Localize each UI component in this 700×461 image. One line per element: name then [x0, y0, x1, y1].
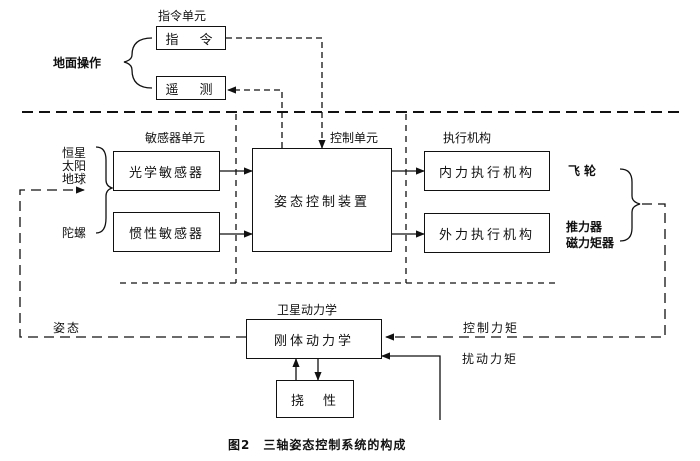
- flexibility-box: 挠 性: [276, 380, 354, 418]
- attitude-feedback-line: [19, 186, 246, 338]
- inertial-sensor-box: 惯性敏感器: [113, 212, 220, 252]
- optical-sensor-box: 光学敏感器: [113, 151, 220, 191]
- internal-actuator-box: 内力执行机构: [424, 151, 550, 191]
- control-torque-label: 控制力矩: [463, 321, 520, 335]
- ground-operation-label: 地面操作: [53, 56, 102, 70]
- attitude-control-device-box: 姿态控制装置: [252, 148, 392, 252]
- rigid-body-dynamics-box: 刚体动力学: [246, 319, 382, 359]
- sensor-reference-list: 恒星 太阳 地球: [62, 147, 86, 186]
- sensor-brace: [95, 146, 115, 234]
- actuator-brace: [619, 168, 641, 242]
- telemetry-box: 遥 测: [156, 76, 226, 100]
- reference-sun: 太阳: [62, 159, 87, 173]
- figure-caption: 图2 三轴姿态控制系统的构成: [228, 438, 407, 452]
- ground-brace: [123, 37, 153, 89]
- control-torque-line: [385, 203, 666, 341]
- sensor-unit-title: 敏感器单元: [145, 131, 206, 145]
- reference-star: 恒星: [62, 146, 87, 160]
- satellite-dynamics-title: 卫星动力学: [277, 303, 338, 317]
- control-to-telemetry-arrow: [227, 86, 283, 148]
- control-unit-title: 控制单元: [330, 131, 379, 145]
- external-actuator-box: 外力执行机构: [424, 213, 550, 253]
- disturbance-torque-line: [381, 352, 441, 420]
- magnetic-torquer-label: 磁力矩器: [566, 236, 615, 250]
- thruster-label: 推力器: [566, 220, 603, 234]
- reference-earth: 地球: [62, 172, 87, 186]
- command-unit-title: 指令单元: [158, 9, 207, 23]
- gyro-label: 陀螺: [62, 226, 87, 240]
- command-to-control-arrow: [226, 37, 326, 149]
- attitude-label: 姿态: [53, 321, 82, 335]
- command-box: 指 令: [156, 26, 226, 50]
- disturbance-torque-label: 扰动力矩: [462, 352, 519, 366]
- actuator-unit-title: 执行机构: [443, 131, 492, 145]
- flywheel-label: 飞轮: [568, 164, 601, 178]
